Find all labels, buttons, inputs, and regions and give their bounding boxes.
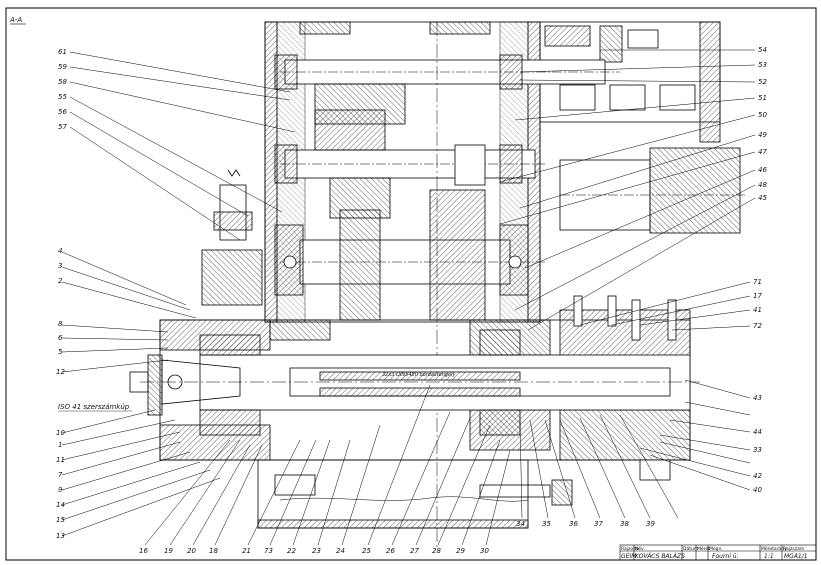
label-9: 9 [58, 486, 63, 494]
label-5: 5 [58, 348, 63, 356]
label-28: 28 [432, 547, 441, 555]
label-10: 10 [56, 429, 65, 437]
label-15: 15 [56, 516, 65, 524]
part-labels: 61 59 58 55 56 57 4 3 2 8 6 5 12 10 1 11… [56, 46, 767, 555]
label-39: 39 [646, 520, 655, 528]
label-18: 18 [209, 547, 218, 555]
label-47: 47 [758, 148, 767, 156]
label-3: 3 [58, 262, 62, 270]
label-13: 13 [56, 532, 65, 540]
tool-holder [129, 354, 241, 416]
label-27: 27 [410, 547, 419, 555]
label-1: 1 [58, 441, 62, 449]
label-51: 51 [758, 94, 767, 102]
label-41: 41 [753, 306, 762, 314]
label-14: 14 [56, 501, 65, 509]
label-53: 53 [758, 61, 767, 69]
svg-text:Megn.: Megn. [709, 546, 723, 552]
label-57: 57 [58, 123, 67, 131]
label-58: 58 [58, 78, 67, 86]
label-21: 21 [242, 547, 251, 555]
label-49: 49 [758, 131, 767, 139]
svg-text:Rajzszám: Rajzszám [783, 545, 804, 552]
svg-text:Méretarány: Méretarány [761, 545, 787, 552]
svg-text:KOVÁCS BALÁZS: KOVÁCS BALÁZS [635, 553, 685, 560]
label-2: 2 [58, 277, 63, 285]
hydraulic-unit [201, 169, 263, 306]
label-54: 54 [758, 46, 767, 54]
label-11: 11 [56, 456, 65, 464]
section-label: A-A [9, 16, 22, 24]
label-23: 23 [312, 547, 321, 555]
label-20: 20 [187, 547, 196, 555]
drawing-frame [5, 7, 817, 561]
svg-text:Név: Név [635, 545, 644, 552]
label-16: 16 [139, 547, 148, 555]
title-block [619, 544, 817, 561]
title-block-text: Rajzolta GEIM Név KOVÁCS BALÁZS Dátum Mé… [621, 545, 808, 560]
label-71: 71 [753, 278, 762, 286]
label-33: 33 [753, 446, 762, 454]
label-56: 56 [58, 108, 67, 116]
label-26: 26 [386, 547, 395, 555]
leader-lines [61, 49, 756, 546]
label-36: 36 [569, 520, 578, 528]
label-4: 4 [58, 247, 62, 255]
label-43: 43 [753, 394, 762, 402]
spindle-shaft [140, 329, 700, 436]
label-8: 8 [58, 320, 63, 328]
label-25: 25 [362, 547, 371, 555]
label-73: 73 [264, 547, 273, 555]
label-59: 59 [58, 63, 67, 71]
spline-note: 32x3 DIN5480 bordástengely [382, 371, 456, 378]
svg-text:1:1: 1:1 [764, 553, 774, 560]
label-35: 35 [542, 520, 551, 528]
label-61: 61 [58, 48, 67, 56]
label-72: 72 [753, 322, 762, 330]
svg-text:GEIM: GEIM [621, 553, 637, 560]
label-55: 55 [58, 93, 67, 101]
label-45: 45 [758, 194, 767, 202]
label-29: 29 [456, 547, 465, 555]
tool-note: ISO 41 szerszámkúp [58, 403, 130, 411]
shaft-3 [274, 189, 545, 321]
label-30: 30 [480, 547, 489, 555]
label-38: 38 [620, 520, 629, 528]
svg-text:Rajzolta: Rajzolta [621, 546, 639, 552]
label-24: 24 [336, 547, 345, 555]
label-7: 7 [58, 471, 63, 479]
label-17: 17 [753, 292, 762, 300]
label-6: 6 [58, 334, 63, 342]
label-50: 50 [758, 111, 767, 119]
label-42: 42 [753, 472, 762, 480]
svg-text:Dátum: Dátum [683, 545, 698, 552]
label-46: 46 [758, 166, 767, 174]
svg-text:MGA1/1: MGA1/1 [784, 553, 808, 560]
shaft-2 [274, 109, 545, 219]
label-48: 48 [758, 181, 767, 189]
svg-text:Fourni ü.: Fourni ü. [712, 553, 739, 560]
label-40: 40 [753, 486, 762, 494]
svg-text:Méret: Méret [697, 545, 710, 552]
label-34: 34 [516, 520, 525, 528]
label-52: 52 [758, 78, 767, 86]
label-44: 44 [753, 428, 762, 436]
base-casing [257, 459, 573, 529]
label-37: 37 [594, 520, 603, 528]
label-12: 12 [56, 368, 65, 376]
label-22: 22 [287, 547, 296, 555]
right-drive-unit [539, 21, 745, 234]
shaft-1 [274, 54, 620, 125]
label-19: 19 [164, 547, 173, 555]
